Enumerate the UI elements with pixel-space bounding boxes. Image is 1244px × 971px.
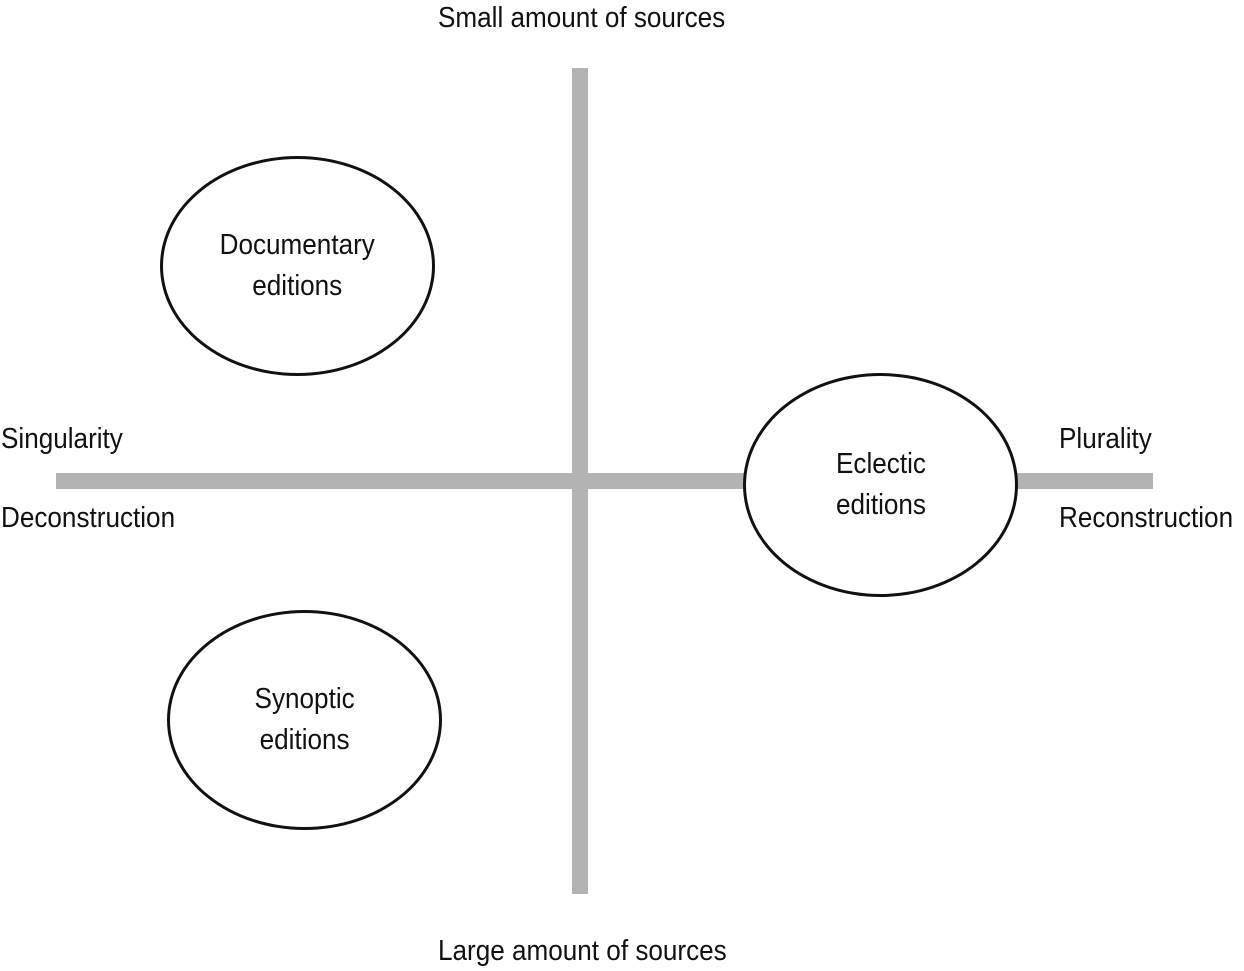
eclectic-editions-line2: editions <box>835 489 926 521</box>
documentary-editions-ellipse: Documentary editions <box>160 156 435 376</box>
right-axis-label-upper: Plurality <box>1059 423 1152 455</box>
left-axis-label-upper: Singularity <box>1 423 123 455</box>
documentary-editions-line2: editions <box>252 270 343 302</box>
left-axis-label-lower: Deconstruction <box>1 502 176 534</box>
documentary-editions-label: Documentary editions <box>220 225 375 307</box>
eclectic-editions-line1: Eclectic <box>835 448 926 480</box>
top-axis-label: Small amount of sources <box>438 2 726 34</box>
synoptic-editions-label: Synoptic editions <box>254 679 354 761</box>
eclectic-editions-label: Eclectic editions <box>836 444 926 526</box>
synoptic-editions-line2: editions <box>259 724 350 756</box>
eclectic-editions-ellipse: Eclectic editions <box>743 373 1018 597</box>
documentary-editions-line1: Documentary <box>219 229 376 261</box>
synoptic-editions-line1: Synoptic <box>254 683 355 715</box>
right-axis-label-lower: Reconstruction <box>1059 502 1234 534</box>
vertical-axis <box>572 68 588 894</box>
bottom-axis-label: Large amount of sources <box>438 935 727 967</box>
synoptic-editions-ellipse: Synoptic editions <box>167 610 442 830</box>
